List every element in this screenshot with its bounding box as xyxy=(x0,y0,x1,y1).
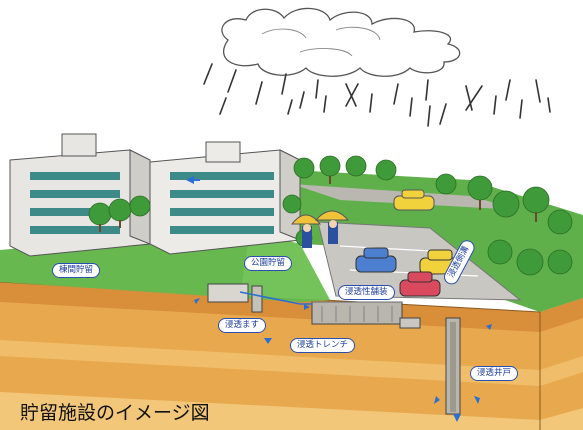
rain-streaks xyxy=(203,63,551,127)
car-yellow-road xyxy=(393,189,435,211)
ground-cross-section xyxy=(0,281,583,430)
apartment-building-right xyxy=(149,141,301,255)
label-park-storage: 公園貯留 xyxy=(244,256,293,271)
label-infiltration-trench: 浸透トレンチ xyxy=(290,338,356,353)
label-permeable-pavement: 浸透性舗装 xyxy=(338,285,395,300)
car-red xyxy=(399,271,441,297)
underground-facilities xyxy=(207,283,461,415)
rain-cloud xyxy=(221,7,461,77)
figure-caption: 貯留施設のイメージ図 xyxy=(20,402,210,424)
label-infiltration-well: 浸透井戸 xyxy=(470,366,519,381)
trees xyxy=(88,155,573,276)
label-building-storage: 棟間貯留 xyxy=(52,263,101,278)
apartment-building-left xyxy=(9,133,151,257)
car-blue xyxy=(355,247,397,273)
infiltration-arrows xyxy=(186,176,492,422)
label-infiltration-basin: 浸透ます xyxy=(218,318,267,333)
people-with-umbrellas xyxy=(290,210,350,248)
cars xyxy=(355,189,461,297)
